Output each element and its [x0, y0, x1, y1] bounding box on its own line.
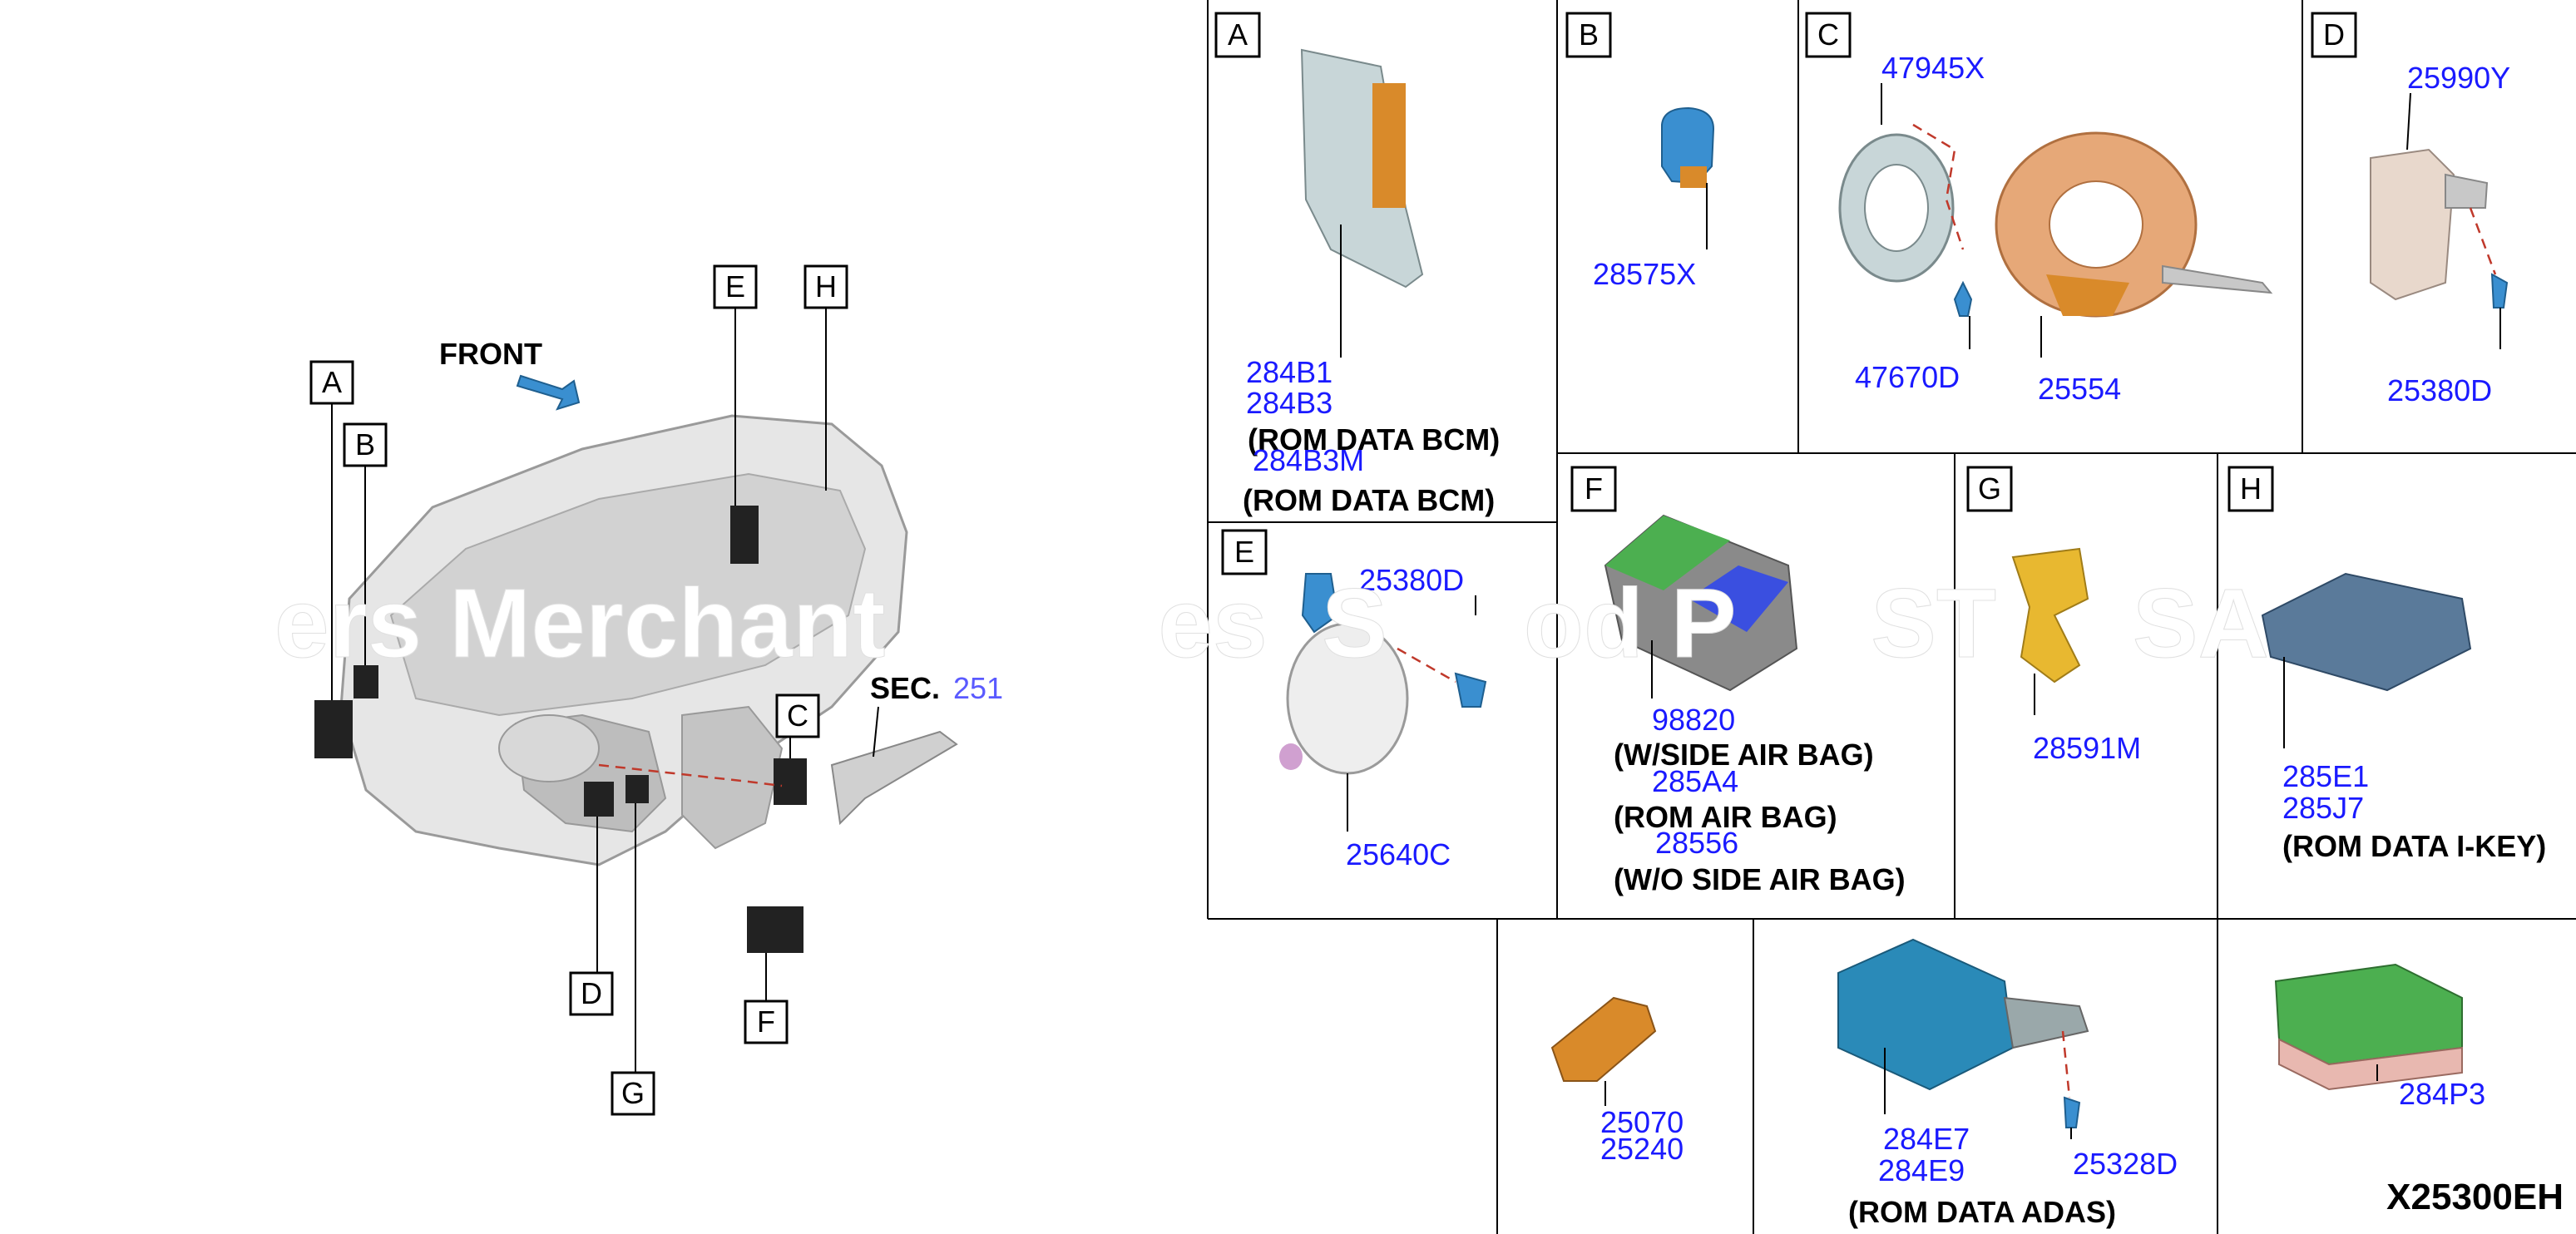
- callout-e[interactable]: E: [713, 264, 758, 506]
- svg-text:E: E: [725, 269, 745, 304]
- panel-a: A 284B1 284B3 (ROM DATA BCM) 284B3M (ROM…: [1214, 12, 1500, 517]
- note-rom-data-adas: (ROM DATA ADAS): [1848, 1195, 2116, 1229]
- sec-number: 251: [953, 671, 1003, 705]
- part-a-location: [314, 700, 353, 758]
- callout-c[interactable]: C: [775, 694, 820, 758]
- panel-module-284p3: 284P3: [2274, 963, 2485, 1111]
- part-25380d-e: 25380D: [1359, 563, 1464, 597]
- panel-e-letter: E: [1234, 535, 1254, 569]
- panel-c: C 47945X 47670D 25554: [1805, 12, 2273, 406]
- panel-h: H 285E1 285J7 (ROM DATA I-KEY): [2227, 466, 2546, 863]
- part-98820: 98820: [1652, 703, 1735, 737]
- part-b-location: [354, 665, 378, 698]
- svg-text:G: G: [621, 1076, 645, 1110]
- part-25640c: 25640C: [1346, 837, 1451, 871]
- note-rom-data-bcm-2: (ROM DATA BCM): [1243, 483, 1495, 517]
- part-e-location: [730, 506, 759, 564]
- panel-d: D 25990Y 25380D: [2311, 12, 2510, 407]
- sec-label: SEC.: [870, 671, 940, 705]
- panel-b: B 28575X: [1565, 12, 1715, 291]
- part-g-location: [625, 775, 649, 803]
- part-25990y: 25990Y: [2407, 61, 2510, 95]
- note-rom-air-bag: (ROM AIR BAG): [1614, 800, 1837, 834]
- panel-grid: [1207, 0, 2576, 1234]
- svg-text:D: D: [581, 976, 602, 1010]
- part-25070: 25070: [1600, 1105, 1684, 1139]
- part-284b3: 284B3: [1246, 386, 1332, 420]
- diagram-code: X25300EH: [2386, 1177, 2564, 1217]
- note-rom-data-i-key: (ROM DATA I-KEY): [2282, 829, 2546, 863]
- panel-d-letter: D: [2323, 17, 2345, 52]
- panel-g-letter: G: [1978, 471, 2001, 506]
- part-28591m: 28591M: [2033, 731, 2141, 765]
- watermark-text: ers Merchant es S od P ST SA: [274, 569, 2269, 679]
- panel-adas: 284E7 284E9 25328D (ROM DATA ADAS): [1837, 938, 2178, 1229]
- svg-text:A: A: [322, 365, 342, 399]
- part-28575x: 28575X: [1593, 257, 1696, 291]
- part-d-location: [584, 782, 614, 817]
- callout-g[interactable]: G: [611, 803, 655, 1116]
- part-25328d: 25328D: [2073, 1147, 2178, 1181]
- panel-f: F 98820 (W/SIDE AIR BAG) 285A4 (ROM AIR …: [1570, 466, 1906, 896]
- dashboard-overview: FRONT SEC. 251 A B E H C: [309, 264, 1003, 1116]
- ignition-switch-illustration: [1661, 106, 1715, 185]
- callout-d[interactable]: D: [569, 817, 614, 1016]
- callout-h[interactable]: H: [803, 264, 848, 491]
- svg-text:H: H: [815, 269, 837, 304]
- part-284e9: 284E9: [1878, 1153, 1965, 1187]
- bracket-illustration: [2011, 547, 2089, 684]
- part-28556: 28556: [1655, 826, 1738, 860]
- svg-text:F: F: [757, 1004, 775, 1039]
- callout-f[interactable]: F: [744, 953, 789, 1044]
- panel-e: E 25380D 25640C: [1221, 529, 1487, 871]
- callout-b[interactable]: B: [343, 422, 388, 665]
- part-c-location: [774, 758, 807, 805]
- part-f-location: [747, 906, 803, 953]
- part-284e7: 284E7: [1883, 1122, 1970, 1156]
- note-wo-side-air-bag: (W/O SIDE AIR BAG): [1614, 862, 1906, 896]
- antenna-unit-illustration: [2370, 148, 2455, 301]
- panel-g: G 28591M: [1966, 466, 2141, 765]
- panel-sensor: 25070 25240: [1550, 996, 1684, 1166]
- part-285e1: 285E1: [2282, 759, 2369, 793]
- part-285a4: 285A4: [1652, 764, 1738, 798]
- part-284b3m: 284B3M: [1253, 443, 1364, 477]
- note-rom-data-bcm-1: (ROM DATA BCM): [1248, 422, 1500, 457]
- panel-c-letter: C: [1817, 17, 1839, 52]
- ikey-module-illustration: [2261, 572, 2472, 692]
- part-25240: 25240: [1600, 1132, 1684, 1166]
- panel-b-letter: B: [1579, 17, 1599, 52]
- note-w-side-air-bag: (W/SIDE AIR BAG): [1614, 738, 1874, 772]
- part-284p3: 284P3: [2399, 1077, 2485, 1111]
- control-module-illustration: [2274, 963, 2463, 1066]
- part-284b1: 284B1: [1246, 355, 1332, 389]
- front-label: FRONT: [439, 337, 542, 371]
- panel-h-letter: H: [2240, 471, 2262, 506]
- adas-module-illustration: [1837, 938, 2015, 1091]
- panel-f-letter: F: [1585, 471, 1603, 506]
- part-285j7: 285J7: [2282, 791, 2364, 825]
- part-47670d: 47670D: [1855, 360, 1960, 394]
- callout-a[interactable]: A: [309, 360, 354, 700]
- front-arrow-icon: [516, 374, 581, 411]
- temperature-sensor-illustration: [1550, 996, 1657, 1082]
- svg-text:B: B: [355, 427, 375, 462]
- panel-a-letter: A: [1228, 17, 1248, 52]
- part-25380d-d: 25380D: [2387, 373, 2492, 407]
- part-25554: 25554: [2038, 372, 2121, 406]
- svg-text:C: C: [787, 698, 808, 733]
- part-47945x: 47945X: [1881, 51, 1985, 85]
